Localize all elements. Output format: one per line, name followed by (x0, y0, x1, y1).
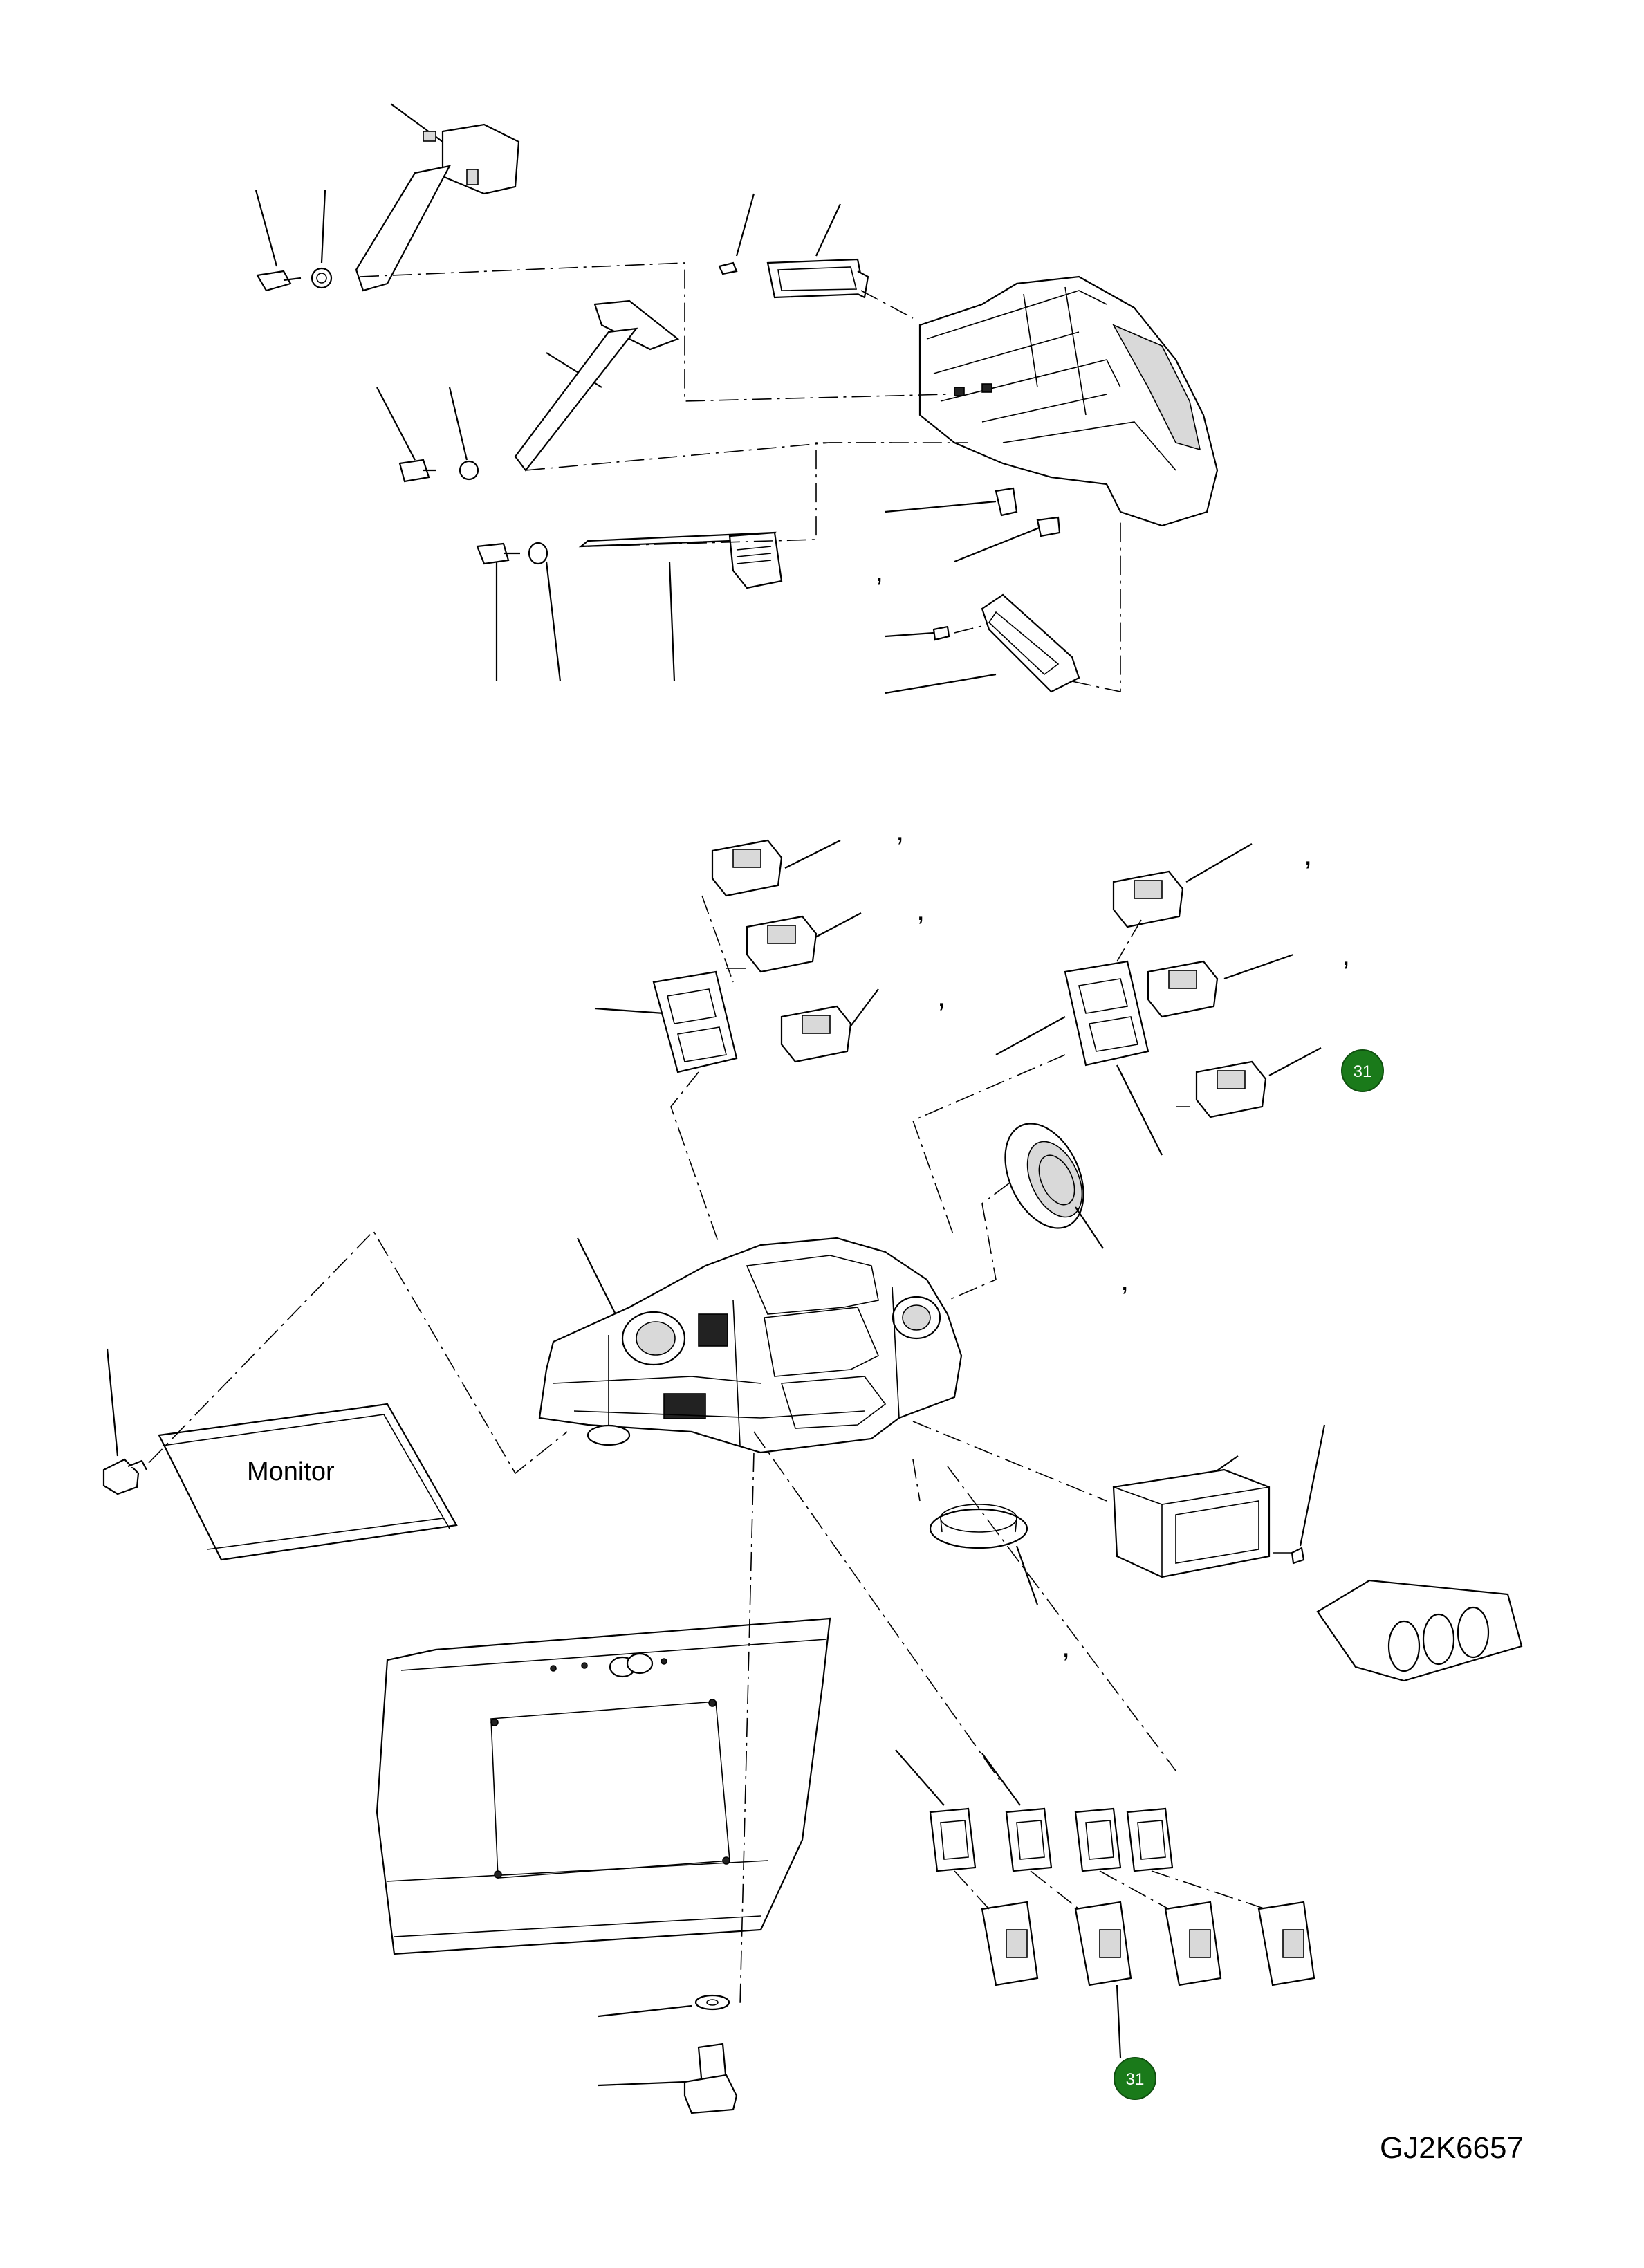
monitor-unit: Monitor (102, 1230, 568, 1561)
right-switch-group (912, 843, 1322, 1239)
lower-switch-row (895, 1749, 1315, 2058)
callout-number: 31 (1126, 2070, 1145, 2089)
callout-31-upper: 31 (1341, 1049, 1384, 1092)
right-box-assembly (912, 1421, 1523, 1682)
center-dash-panel (538, 1237, 963, 1454)
upper-bracket-assembly (255, 103, 1219, 694)
separator-mark: , (896, 813, 904, 847)
bottom-bolt (598, 1994, 738, 2114)
figure-code: GJ2K6657 (1380, 2131, 1524, 2165)
monitor-label: Monitor (247, 1457, 335, 1486)
separator-mark: , (1304, 838, 1312, 872)
callout-number: 31 (1354, 1062, 1372, 1081)
separator-marks: , , , , , , , , (875, 554, 1350, 1663)
lower-panel (376, 1431, 1176, 2007)
separator-mark: , (1342, 938, 1350, 972)
separator-mark: , (916, 893, 925, 927)
left-switch-group (594, 839, 879, 1246)
separator-mark: , (875, 554, 883, 588)
callout-31-lower: 31 (1114, 2057, 1156, 2100)
separator-mark: , (937, 979, 945, 1013)
separator-mark: , (1062, 1630, 1070, 1663)
bezel-ring (912, 1459, 1039, 1605)
round-gauge (947, 1123, 1104, 1301)
separator-mark: , (1120, 1263, 1129, 1297)
